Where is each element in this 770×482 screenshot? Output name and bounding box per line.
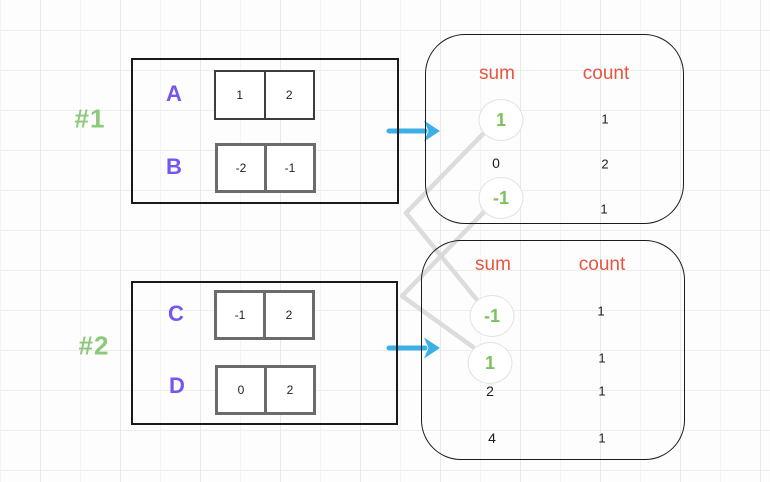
sum-value-highlighted: -1 [469,295,515,337]
array-a-cells[interactable]: 1 2 [214,70,315,120]
sum-column-header: sum [475,254,511,275]
array-a-cell-1: 2 [263,72,314,118]
array-b-cell-0: -2 [235,161,247,175]
count-value: 1 [601,111,609,127]
count-value: 1 [597,303,605,319]
array-d-label: D [169,373,185,398]
sum-value: 4 [488,430,496,446]
array-b-label: B [166,154,182,179]
count-column-header: count [582,63,630,84]
array-c-cell-1: 2 [263,293,312,337]
sum-value: 2 [486,383,494,399]
right-arrow-icon-example-1[interactable] [386,120,440,142]
array-c-label: C [168,301,184,326]
sum-value-highlighted: -1 [478,177,524,219]
array-a-cell-0: 1 [236,88,244,102]
sum-value-highlighted: 1 [467,342,513,384]
right-arrow-icon-example-2[interactable] [386,337,440,359]
count-value: 2 [601,156,609,172]
example-1-sum-table[interactable]: sum count 1 1 0 2 -1 1 [425,34,684,224]
array-b-cell-1: -1 [264,146,313,190]
array-d-cell-1: 2 [264,368,313,412]
array-c-cell-0: -1 [234,308,246,322]
count-column-header: count [578,254,626,275]
array-d-cell-0: 0 [237,383,245,397]
array-a-label: A [166,81,182,106]
array-c-cells[interactable]: -1 2 [214,290,315,340]
count-value: 1 [598,430,606,446]
example-2-array-box[interactable]: C -1 2 D 0 2 [131,281,398,425]
array-b-cells[interactable]: -2 -1 [215,143,316,193]
count-value: 1 [600,201,608,217]
sum-value: 0 [492,155,500,171]
count-value: 1 [598,350,606,366]
example-1-label[interactable]: #1 [74,103,106,134]
example-2-label[interactable]: #2 [78,330,110,361]
sum-value-highlighted: 1 [478,99,524,141]
count-value: 1 [598,383,606,399]
array-d-cells[interactable]: 0 2 [215,365,316,415]
example-2-sum-table[interactable]: sum count -1 1 1 1 2 1 4 1 [421,240,685,460]
sum-column-header: sum [479,63,515,84]
example-1-array-box[interactable]: A 1 2 B -2 -1 [131,58,399,204]
